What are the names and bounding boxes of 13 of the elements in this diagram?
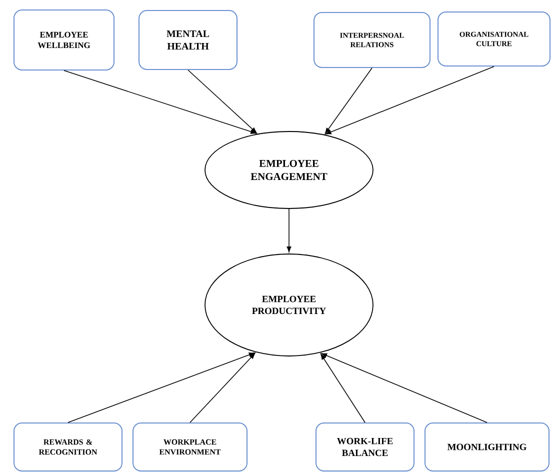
arrow — [321, 353, 488, 423]
concept-box: MOONLIGHTING — [424, 422, 550, 472]
concept-box: EMPLOYEE WELLBEING — [14, 10, 114, 70]
arrow — [326, 66, 494, 134]
arrow — [68, 352, 255, 423]
arrow — [190, 353, 256, 423]
arrow — [188, 70, 257, 134]
arrow — [64, 70, 256, 134]
arrow — [320, 354, 366, 423]
concept-box: MENTAL HEALTH — [138, 10, 238, 70]
arrow — [286, 208, 292, 252]
concept-box: WORK-LIFE BALANCE — [316, 422, 414, 472]
arrow — [324, 68, 372, 134]
